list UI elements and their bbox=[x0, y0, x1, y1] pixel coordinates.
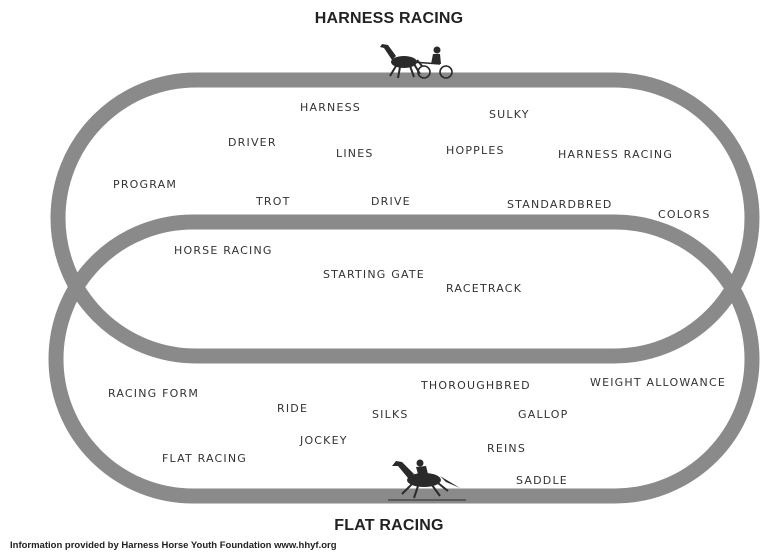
term-flat-racing: FLAT RACING bbox=[162, 452, 247, 465]
term-horse-racing: HORSE RACING bbox=[174, 244, 273, 257]
term-starting-gate: STARTING GATE bbox=[323, 268, 425, 281]
term-gallop: GALLOP bbox=[518, 408, 568, 421]
term-sulky: SULKY bbox=[489, 108, 530, 121]
term-drive: DRIVE bbox=[371, 195, 411, 208]
term-racing-form: RACING FORM bbox=[108, 387, 199, 400]
term-harness-racing: HARNESS RACING bbox=[558, 148, 673, 161]
flat-racing-title: FLAT RACING bbox=[0, 517, 778, 535]
term-program: PROGRAM bbox=[113, 178, 177, 191]
term-silks: SILKS bbox=[372, 408, 409, 421]
term-lines: LINES bbox=[336, 147, 374, 160]
term-standardbred: STANDARDBRED bbox=[507, 198, 613, 211]
footer-credit: Information provided by Harness Horse Yo… bbox=[10, 540, 337, 551]
term-ride: RIDE bbox=[277, 402, 308, 415]
term-racetrack: RACETRACK bbox=[446, 282, 522, 295]
term-driver: DRIVER bbox=[228, 136, 277, 149]
term-harness: HARNESS bbox=[300, 101, 361, 114]
term-reins: REINS bbox=[487, 442, 526, 455]
term-weight-allowance: WEIGHT ALLOWANCE bbox=[590, 376, 726, 389]
term-thoroughbred: THOROUGHBRED bbox=[421, 379, 531, 392]
term-hopples: HOPPLES bbox=[446, 144, 505, 157]
term-jockey: JOCKEY bbox=[300, 434, 348, 447]
term-colors: COLORS bbox=[658, 208, 711, 221]
term-trot: TROT bbox=[256, 195, 291, 208]
term-saddle: SADDLE bbox=[516, 474, 568, 487]
